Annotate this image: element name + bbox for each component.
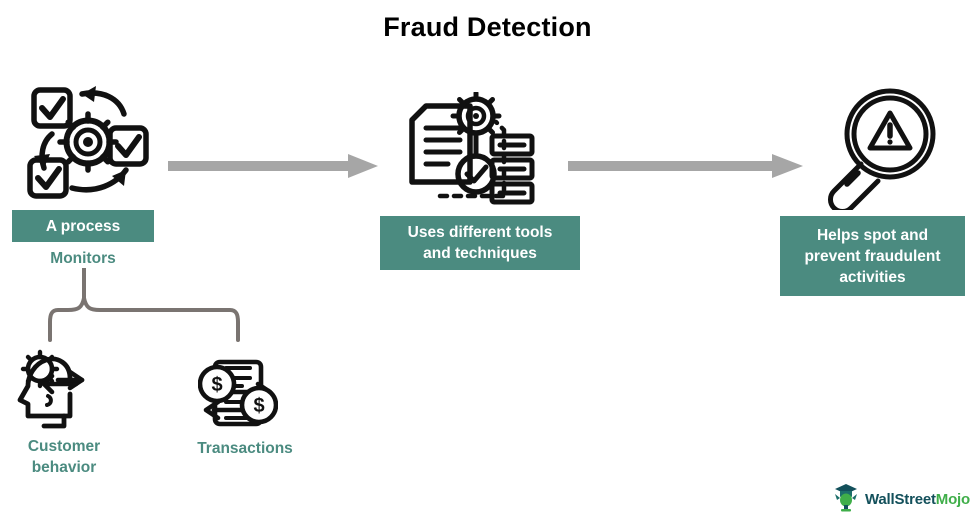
stage-2-label-line-2: and techniques — [423, 245, 537, 262]
process-cycle-icon — [24, 84, 156, 202]
monitored-item-2-label: Transactions — [197, 440, 293, 457]
arrow-stage1-to-stage2 — [168, 152, 378, 185]
tools-and-techniques-icon — [404, 92, 536, 208]
magnifier-alert-icon — [814, 88, 938, 210]
monitors-brace-connector — [40, 266, 260, 351]
stage-1-label: A process — [12, 210, 154, 242]
monitored-item-1-label-line-1: Customer — [27, 438, 101, 455]
transactions-icon: $ $ — [198, 352, 278, 434]
monitored-item-1-label: Customer behavior — [0, 436, 128, 478]
logo-text-part-1: WallStreet — [865, 491, 936, 508]
stage-2-label: Uses different tools and techniques — [380, 216, 580, 270]
customer-behavior-icon — [14, 348, 106, 432]
stage-1-label-text: A process — [45, 217, 121, 235]
page-title: Fraud Detection — [383, 12, 592, 42]
wallstreetmojo-logo-text: WallStreetMojo — [865, 491, 970, 508]
stage-3-label-line-2: prevent fraudulent — [804, 247, 941, 265]
stage-1-sublabel: Monitors — [50, 250, 116, 267]
wallstreetmojo-logo: WallStreetMojo — [833, 482, 970, 517]
monitored-item-1-label-line-2: behavior — [31, 459, 97, 476]
stage-3-label-line-3: activities — [839, 268, 906, 286]
arrow-stage2-to-stage3 — [568, 152, 803, 185]
logo-text-part-2: Mojo — [935, 491, 970, 508]
stage-3-label-line-1: Helps spot and — [816, 226, 929, 244]
stage-3-label: Helps spot and prevent fraudulent activi… — [780, 216, 965, 296]
wallstreetmojo-mascot-icon — [833, 482, 859, 517]
svg-text:$: $ — [253, 395, 264, 417]
svg-text:$: $ — [211, 374, 222, 396]
stage-2-label-line-1: Uses different tools — [407, 224, 553, 241]
